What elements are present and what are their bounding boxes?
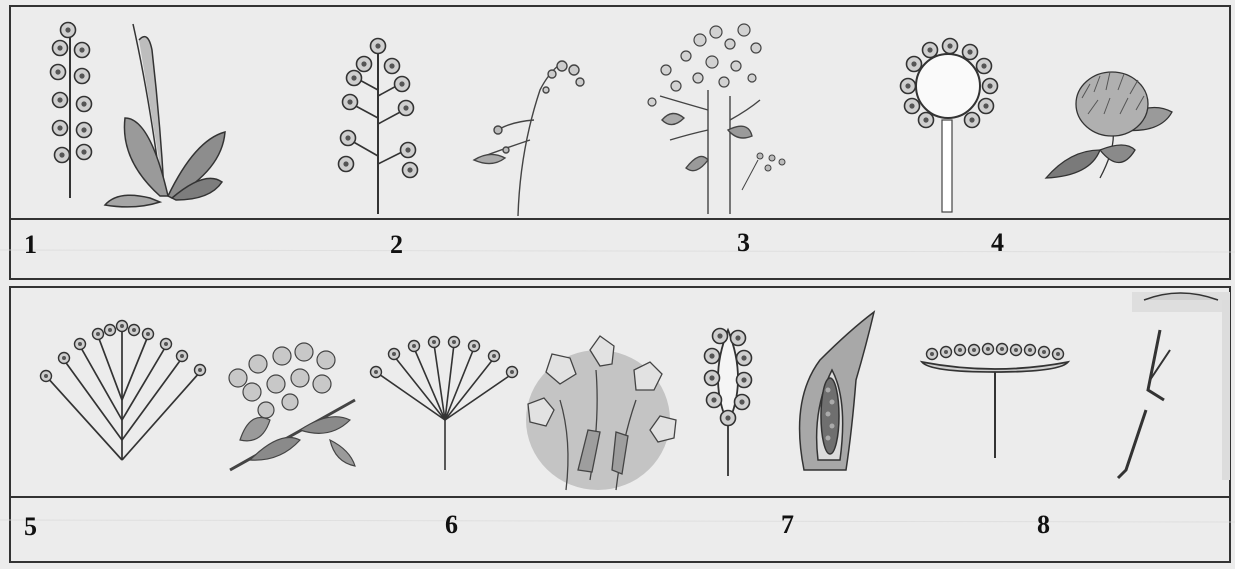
- inflorescence-number: 2: [390, 232, 403, 258]
- inflorescence-number: 4: [991, 230, 1004, 256]
- inflorescence-number: 6: [445, 512, 458, 538]
- inflorescence-number: 3: [737, 230, 750, 256]
- inflorescence-number: 8: [1037, 512, 1050, 538]
- inflorescence-number: 7: [781, 512, 794, 538]
- inflorescence-number: 5: [24, 514, 37, 540]
- inflorescence-number: 1: [24, 232, 37, 258]
